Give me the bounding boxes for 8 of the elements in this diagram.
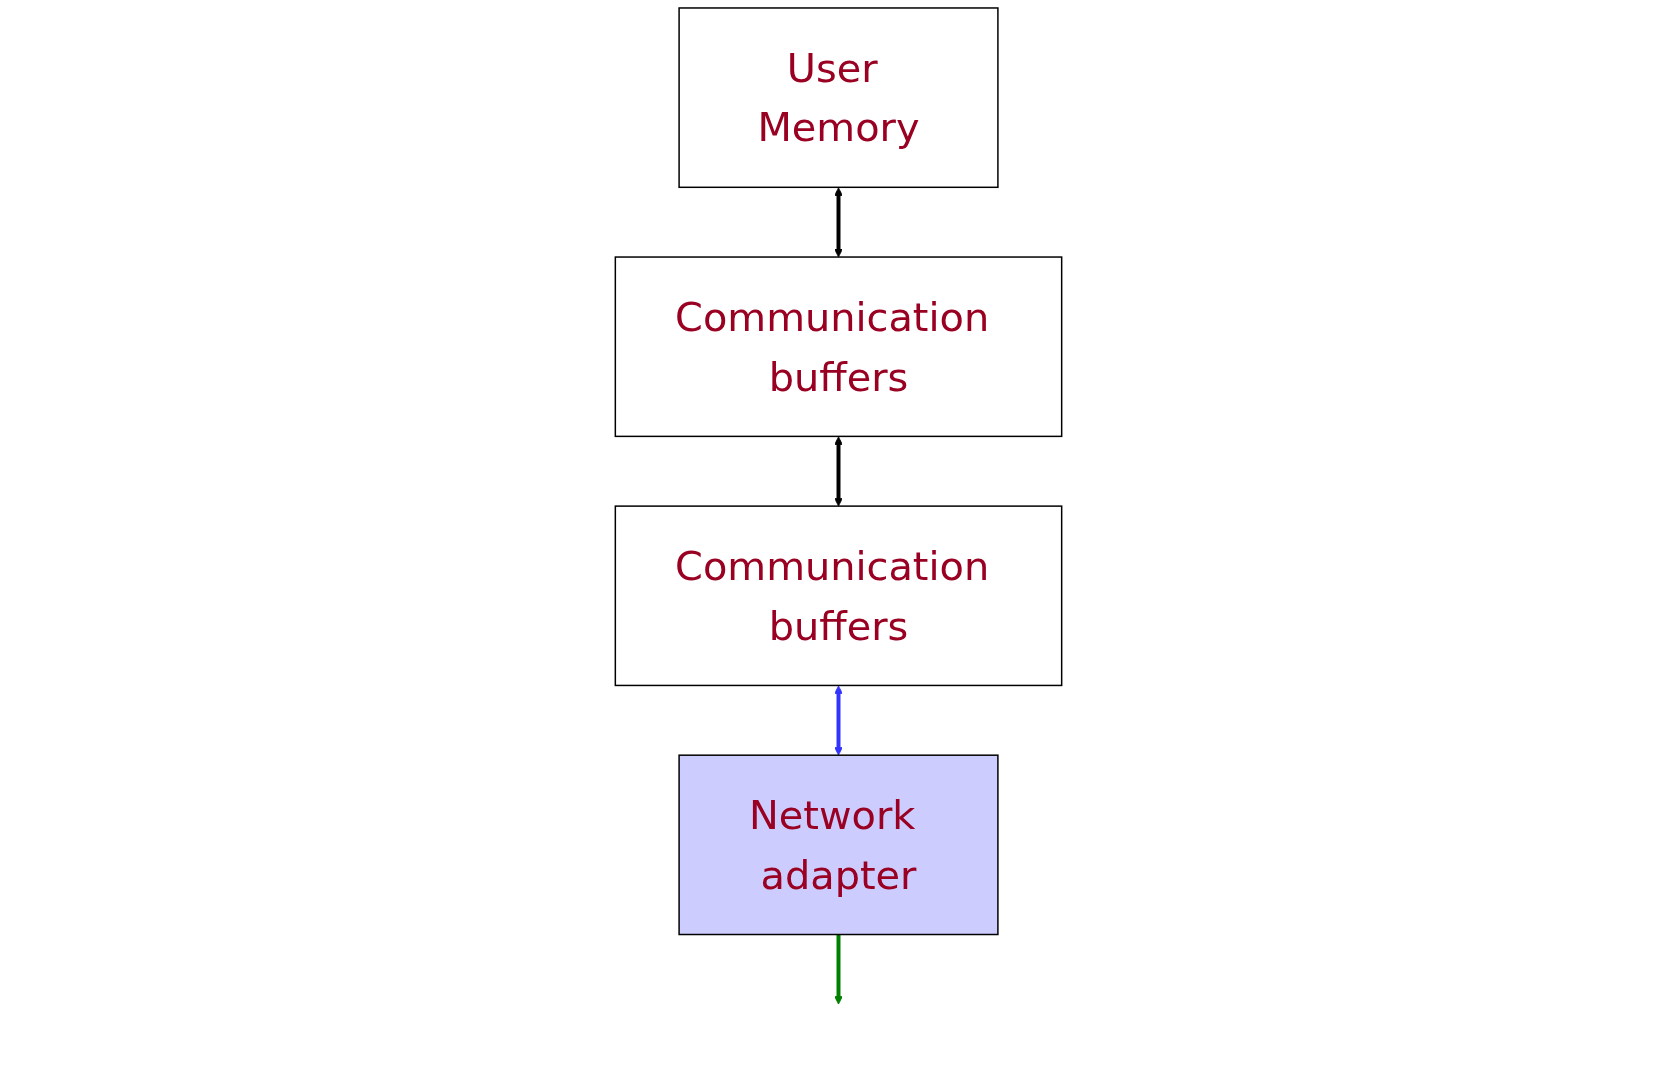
arrow bbox=[834, 187, 843, 258]
node-box: Communication buffers bbox=[614, 256, 1063, 438]
arrow bbox=[834, 934, 843, 1005]
arrow bbox=[834, 436, 843, 507]
node-box: Network adapter bbox=[678, 754, 999, 936]
arrow bbox=[834, 685, 843, 756]
node-box: User Memory bbox=[678, 7, 999, 189]
node-box: Communication buffers bbox=[614, 505, 1063, 687]
